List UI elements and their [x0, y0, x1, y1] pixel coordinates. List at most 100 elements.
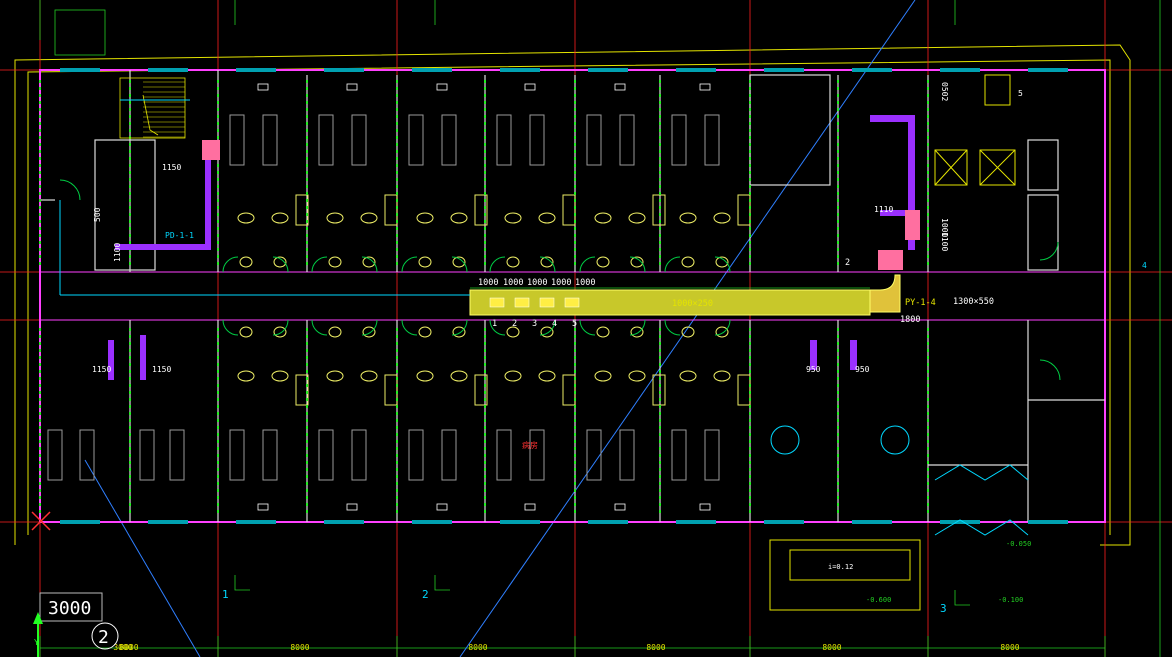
scale-box-text: 3000: [48, 598, 91, 619]
bed: [408, 114, 424, 166]
room-label-box: [436, 503, 448, 511]
ucs-label: Y: [34, 638, 39, 647]
room-label-box: [524, 503, 536, 511]
toilet: [594, 212, 612, 224]
red-room-note: 病房: [522, 440, 538, 450]
bed: [619, 114, 635, 166]
duct-diffuser: [539, 297, 555, 308]
vent-features: [59, 99, 1029, 536]
sink: [452, 256, 466, 268]
scale-widget[interactable]: 3000: [39, 592, 103, 622]
axis-tag-5: 5: [1018, 89, 1023, 98]
room-label-box: [614, 83, 626, 91]
pipe-size-9: 0502: [940, 82, 949, 101]
level-step: -0.050: [1006, 540, 1031, 548]
duct-branch-4: 4: [552, 319, 557, 329]
window: [412, 68, 452, 72]
sink: [715, 326, 729, 338]
section-mark-1: 1: [222, 588, 229, 601]
duct-tag-label: PY-1-4: [905, 298, 936, 308]
sink: [362, 326, 376, 338]
toilet: [504, 212, 522, 224]
window: [588, 520, 628, 524]
pipe-size-7: 500: [93, 207, 102, 222]
room-label-box: [257, 503, 269, 511]
sink-size-b: 950: [855, 365, 870, 374]
duct-branch-1: 1: [492, 319, 497, 329]
room-label-box: [524, 83, 536, 91]
ucs-icon: Y: [33, 612, 43, 657]
span-4: 8000: [646, 643, 665, 652]
bed: [671, 114, 687, 166]
window: [500, 520, 540, 524]
toilet: [360, 370, 378, 382]
sink: [328, 256, 342, 268]
window: [676, 520, 716, 524]
toilet: [679, 370, 697, 382]
door-swing: [714, 256, 731, 273]
bed: [79, 429, 95, 481]
window: [940, 68, 980, 72]
pipe-tag: PD-1-1: [165, 231, 194, 240]
sink: [596, 256, 610, 268]
sink: [362, 256, 376, 268]
duct-branch-2: 2: [512, 319, 517, 329]
door-swing: [222, 256, 239, 273]
sink: [239, 326, 253, 338]
section-mark-3: 3: [940, 602, 947, 615]
door-swing: [361, 256, 378, 273]
fixture-layer: [39, 68, 1068, 524]
door-swing: [401, 319, 418, 336]
sink: [239, 256, 253, 268]
grid-bubble-label: 2: [98, 627, 109, 648]
toilet: [326, 212, 344, 224]
toilet: [450, 212, 468, 224]
bed: [671, 429, 687, 481]
fixture-labels: 950 950 1150 1150 1150 1110 1000 1100 50…: [92, 82, 949, 374]
bed: [441, 429, 457, 481]
bed: [704, 429, 720, 481]
bed: [169, 429, 185, 481]
window: [1028, 520, 1068, 524]
window: [676, 68, 716, 72]
sink: [418, 256, 432, 268]
door-swing: [489, 256, 506, 273]
toilet: [237, 212, 255, 224]
room-label-box: [699, 503, 711, 511]
shower: [562, 374, 576, 406]
bed: [704, 114, 720, 166]
duct-seg-3: 1000: [527, 278, 547, 288]
toilet: [538, 212, 556, 224]
shower: [295, 374, 309, 406]
room-label-box: [346, 83, 358, 91]
window: [236, 520, 276, 524]
bed: [139, 429, 155, 481]
sink: [540, 256, 554, 268]
bed: [262, 114, 278, 166]
sink: [630, 326, 644, 338]
bed: [529, 429, 545, 481]
duct-branch-3: 3: [532, 319, 537, 329]
duct-height-tag: 1800: [900, 315, 920, 325]
grid-bubble: 2: [91, 622, 119, 650]
duct-seg-4: 1000: [551, 278, 571, 288]
span-3: 8000: [468, 643, 487, 652]
duct-labels: 1000 1000 1000 1000 1000 1000×250 1300×5…: [478, 258, 994, 329]
door-swing: [539, 256, 556, 273]
door-swing: [664, 319, 681, 336]
duct-diffuser: [564, 297, 580, 308]
span-6: 8000: [1000, 643, 1019, 652]
door-swing: [629, 256, 646, 273]
level-labels: -0.600 -0.100 -0.050 i=0.12: [828, 540, 1031, 604]
level-entrance: -0.600: [866, 596, 891, 604]
window: [852, 520, 892, 524]
toilet: [713, 212, 731, 224]
duct-riser-size: 1300×550: [953, 297, 994, 307]
bed: [47, 429, 63, 481]
window: [852, 68, 892, 72]
shower: [295, 194, 309, 226]
drain-pipes: [108, 115, 915, 380]
sink: [540, 326, 554, 338]
